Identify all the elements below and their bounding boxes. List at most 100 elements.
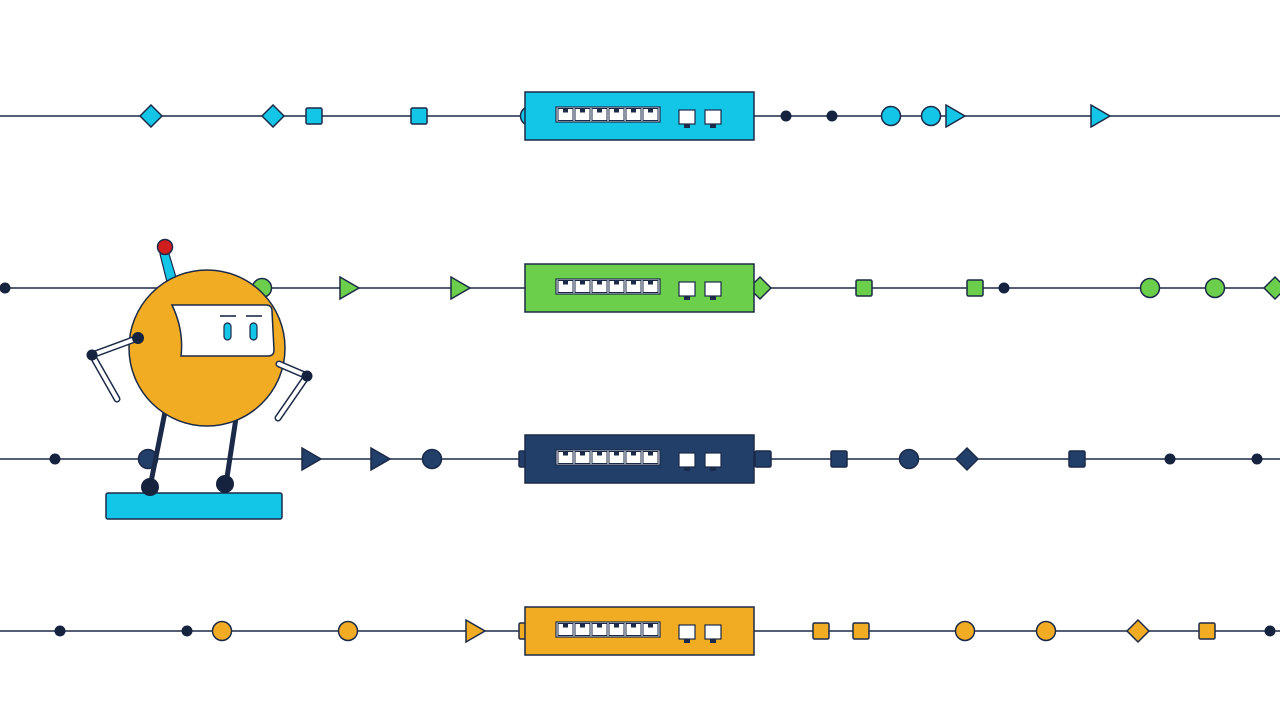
switch-port-notch xyxy=(580,451,585,456)
switch-uplink-notch xyxy=(710,467,716,471)
switch-uplink-port xyxy=(704,624,722,640)
packet-triangle xyxy=(1090,103,1112,129)
lane-navy xyxy=(0,434,1280,484)
packet-square xyxy=(812,622,830,640)
packet-dot xyxy=(1251,453,1263,465)
switch-uplink-notch xyxy=(684,467,690,471)
switch-uplink-port xyxy=(678,281,696,297)
network-switch xyxy=(524,434,755,484)
switch-port-notch xyxy=(563,280,568,285)
packet-dot xyxy=(54,625,66,637)
robot-character xyxy=(86,238,313,520)
switch-uplink-notch xyxy=(710,296,716,300)
robot-face-plate xyxy=(170,304,275,357)
packet-diamond xyxy=(260,103,286,129)
robot-right-foot xyxy=(216,475,234,493)
packet-diamond xyxy=(1262,275,1280,301)
switch-uplink-port xyxy=(678,624,696,640)
packet-diamond xyxy=(1125,618,1151,644)
robot-left-elbow xyxy=(86,349,98,361)
lane-orange xyxy=(0,606,1280,656)
switch-port-notch xyxy=(614,280,619,285)
packet-circle xyxy=(920,105,942,127)
robot-antenna-tip xyxy=(156,238,174,256)
packet-square xyxy=(410,107,428,125)
switch-port-notch xyxy=(631,108,636,113)
packet-circle xyxy=(421,448,443,470)
packet-square xyxy=(754,450,772,468)
switch-port-notch xyxy=(614,623,619,628)
switch-uplink-port xyxy=(678,109,696,125)
switch-uplink-notch xyxy=(710,639,716,643)
packet-square xyxy=(1198,622,1216,640)
switch-port-notch xyxy=(563,108,568,113)
switch-uplink-port xyxy=(704,452,722,468)
switch-port-notch xyxy=(648,280,653,285)
packet-diamond xyxy=(138,103,164,129)
packet-triangle xyxy=(339,275,361,301)
switch-port-notch xyxy=(580,623,585,628)
packet-dot xyxy=(1164,453,1176,465)
robot-platform xyxy=(105,492,283,520)
packet-dot xyxy=(0,282,11,294)
lane-green xyxy=(0,263,1280,313)
switch-port-notch xyxy=(597,451,602,456)
switch-uplink-port xyxy=(704,109,722,125)
switch-port-notch xyxy=(597,623,602,628)
packet-square xyxy=(966,279,984,297)
packet-dot xyxy=(49,453,61,465)
switch-port-notch xyxy=(563,451,568,456)
packet-circle xyxy=(880,105,902,127)
switch-uplink-notch xyxy=(684,124,690,128)
switch-port-notch xyxy=(563,623,568,628)
robot-eye-left xyxy=(223,322,232,341)
packet-square xyxy=(1068,450,1086,468)
packet-dot xyxy=(826,110,838,122)
switch-uplink-notch xyxy=(710,124,716,128)
robot-left-shoulder xyxy=(132,332,144,344)
packet-dot xyxy=(780,110,792,122)
switch-port-notch xyxy=(597,280,602,285)
packet-dot xyxy=(998,282,1010,294)
switch-port-notch xyxy=(580,280,585,285)
packet-circle xyxy=(1139,277,1161,299)
network-switch xyxy=(524,606,755,656)
packet-triangle xyxy=(945,103,967,129)
switch-port-notch xyxy=(648,108,653,113)
network-switch xyxy=(524,263,755,313)
switch-uplink-port xyxy=(704,281,722,297)
packet-circle xyxy=(898,448,920,470)
switch-port-notch xyxy=(614,451,619,456)
switch-port-notch xyxy=(648,451,653,456)
packet-triangle xyxy=(450,275,472,301)
robot-right-elbow xyxy=(301,370,313,382)
lane-cyan xyxy=(0,91,1280,141)
robot-eye-right xyxy=(249,322,258,341)
packet-square xyxy=(305,107,323,125)
robot-left-foot xyxy=(141,478,159,496)
network-switch xyxy=(524,91,755,141)
packet-dot xyxy=(1264,625,1276,637)
switch-port-notch xyxy=(631,280,636,285)
switch-port-notch xyxy=(614,108,619,113)
network-lanes xyxy=(0,91,1280,656)
packet-circle xyxy=(1204,277,1226,299)
robot-left-leg xyxy=(147,409,168,490)
packet-triangle xyxy=(465,618,487,644)
packet-square xyxy=(852,622,870,640)
packet-circle xyxy=(211,620,233,642)
packet-circle xyxy=(337,620,359,642)
switch-port-notch xyxy=(631,623,636,628)
packet-square xyxy=(855,279,873,297)
switch-port-notch xyxy=(631,451,636,456)
packet-dot xyxy=(181,625,193,637)
switch-port-notch xyxy=(580,108,585,113)
packet-circle xyxy=(1035,620,1057,642)
packet-triangle xyxy=(370,446,392,472)
switch-port-notch xyxy=(597,108,602,113)
robot-right-leg xyxy=(223,415,239,487)
switch-port-notch xyxy=(648,623,653,628)
packet-triangle xyxy=(301,446,323,472)
switch-uplink-notch xyxy=(684,639,690,643)
